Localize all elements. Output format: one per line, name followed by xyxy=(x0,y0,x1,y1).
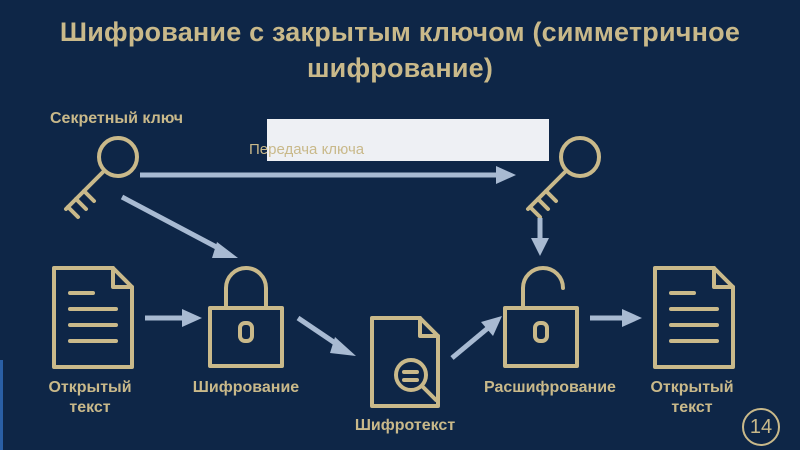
arrow-key-to-decryption xyxy=(531,218,549,256)
arrow-key-transfer xyxy=(140,166,516,184)
decryption-label: Расшифрование xyxy=(484,379,616,396)
slide-title: Шифрование с закрытым ключом (симметричн… xyxy=(0,14,800,86)
key-icon-right xyxy=(526,136,601,219)
key-icon-left xyxy=(64,136,139,219)
document-icon-right xyxy=(653,266,735,369)
ciphertext-label: Шифротекст xyxy=(354,417,456,434)
title-line-2: шифрование) xyxy=(306,53,494,83)
document-icon-left xyxy=(52,266,134,369)
arrow-decryption-to-plaintext xyxy=(590,309,642,327)
key-transfer-label: Передача ключа xyxy=(249,141,365,158)
key-transfer-box xyxy=(267,119,549,161)
arrow-key-to-encryption xyxy=(120,194,238,258)
plaintext-left-line-2: текст xyxy=(69,399,111,416)
plaintext-right-line-2: текст xyxy=(671,399,713,416)
arrow-plaintext-to-encryption xyxy=(145,309,202,327)
plaintext-left-label: Открытый текст xyxy=(30,378,150,418)
page-number-badge: 14 xyxy=(742,408,780,446)
plaintext-right-line-1: Открытый xyxy=(650,379,734,396)
search-document-icon xyxy=(370,316,440,408)
plaintext-right-label: Открытый текст xyxy=(632,378,752,418)
title-line-1: Шифрование с закрытым ключом (симметричн… xyxy=(59,17,741,47)
arrow-ciphertext-to-decryption xyxy=(450,316,502,360)
padlock-icon-decryption xyxy=(503,266,579,368)
padlock-icon-encryption xyxy=(208,266,284,368)
secret-key-label: Секретный ключ xyxy=(50,110,184,127)
slide-edge-accent xyxy=(0,360,3,450)
plaintext-left-line-1: Открытый xyxy=(48,379,132,396)
encryption-label: Шифрование xyxy=(192,379,300,396)
arrow-encryption-to-ciphertext xyxy=(296,315,356,356)
